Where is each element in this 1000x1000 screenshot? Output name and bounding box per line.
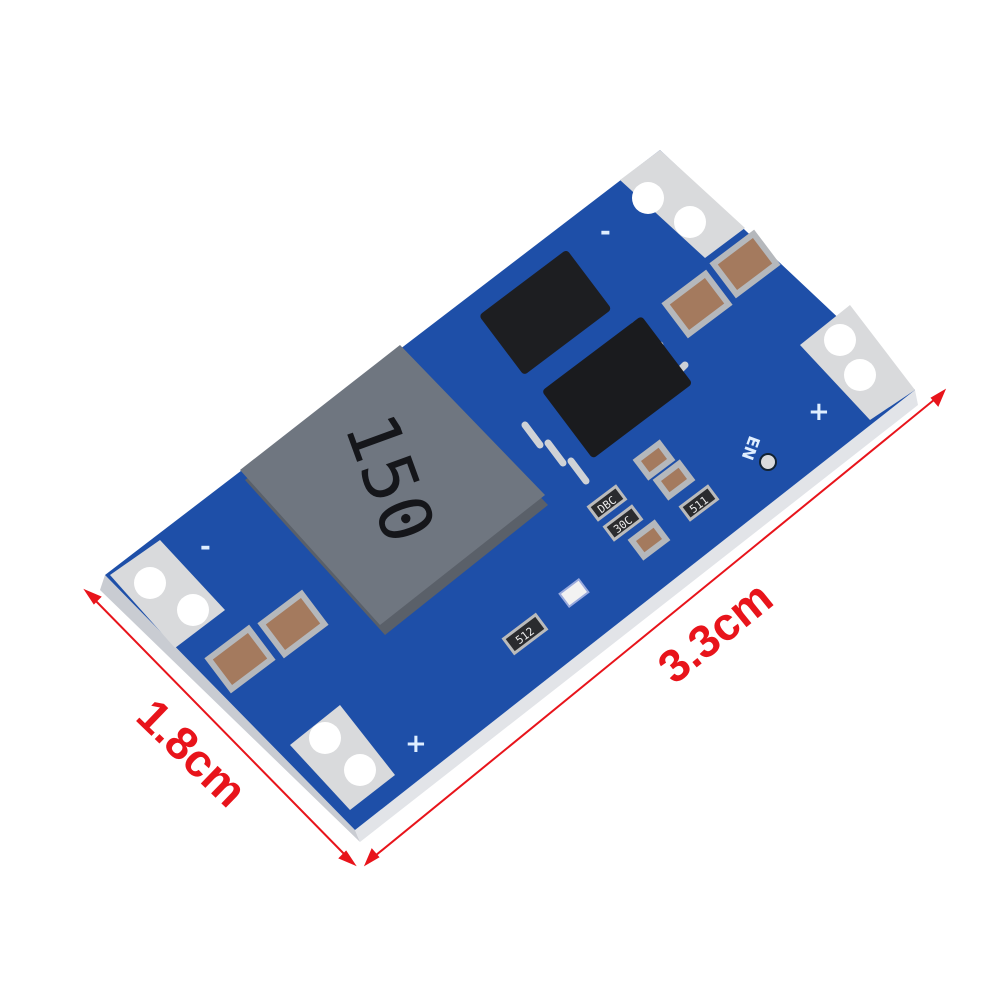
silk-minus-top: - (600, 217, 611, 247)
en-pad (759, 453, 777, 471)
diode (480, 250, 611, 374)
ic-chip (521, 317, 691, 485)
silk-plus-top: + (808, 397, 830, 427)
terminal-holes (134, 182, 876, 786)
inductor: 150 (240, 345, 548, 635)
dimension-lines (83, 388, 947, 867)
silk-plus-bottom: + (405, 729, 427, 759)
resistors (501, 484, 720, 656)
led (558, 577, 590, 609)
pcb-edge (100, 575, 360, 842)
silk-minus-bottom: - (200, 532, 211, 562)
capacitors (204, 229, 781, 694)
pcb-edge-long (355, 390, 918, 842)
